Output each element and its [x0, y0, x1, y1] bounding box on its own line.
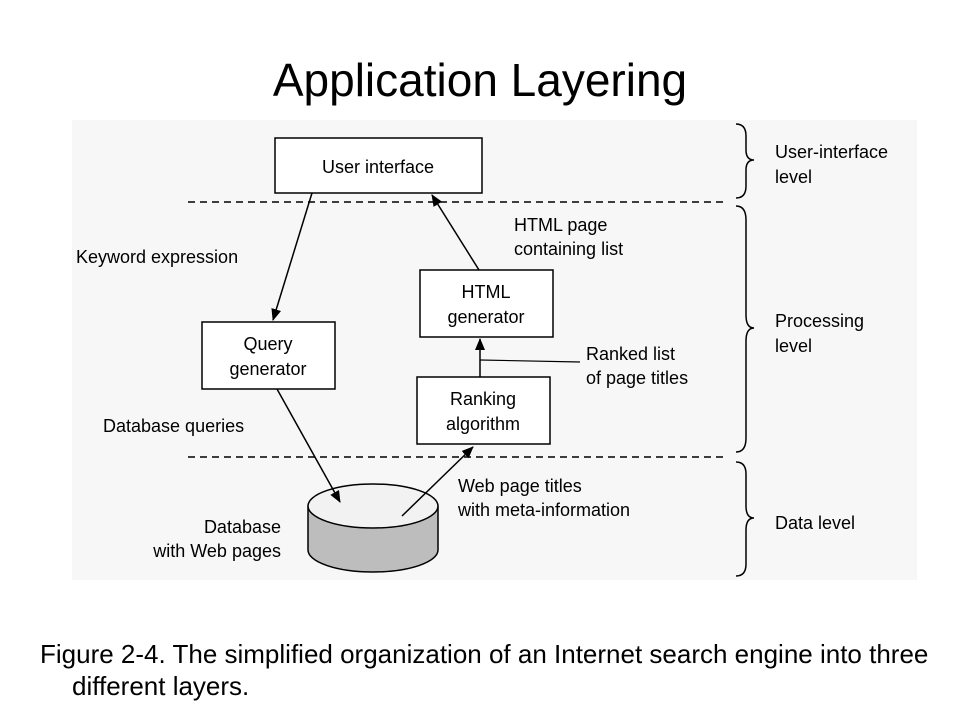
ranking-algorithm-box-line-2: algorithm — [446, 414, 520, 434]
user-interface-box: User interface — [274, 137, 483, 194]
query-generator-box-line-2: generator — [229, 359, 306, 379]
user-interface-level-line-2: level — [775, 167, 812, 187]
arrow-html-generator-to-ui — [431, 194, 480, 271]
database-label-line-2: with Web pages — [152, 541, 281, 561]
brace-data-level — [735, 461, 755, 577]
ranking-algorithm-box-line-1: Ranking — [450, 389, 516, 409]
keyword-expression-label: Keyword expression — [76, 247, 238, 267]
user-interface-box-label: User interface — [322, 157, 434, 177]
html-page-label-line-2: containing list — [514, 239, 623, 259]
html-generator-box-line-1: HTML — [462, 282, 511, 302]
web-page-titles-label-line-1: Web page titles — [458, 476, 582, 496]
html-generator-box: HTML generator — [419, 269, 554, 338]
database-cylinder — [307, 483, 439, 573]
user-interface-level-line-1: User-interface — [775, 142, 888, 162]
query-generator-box-line-1: Query — [243, 334, 292, 354]
slide-title: Application Layering — [272, 54, 688, 106]
html-generator-box-line-2: generator — [447, 307, 524, 327]
ranking-algorithm-box: Ranking algorithm — [416, 376, 551, 445]
ranked-list-pointer — [479, 359, 581, 363]
arrow-query-generator-to-database — [276, 388, 341, 503]
web-page-titles-label-line-2: with meta-information — [457, 500, 630, 520]
ranked-list-label-line-1: Ranked list — [586, 344, 675, 364]
search-engine-layering-diagram: User interface HTML generator Query gene… — [72, 120, 917, 580]
html-page-label-line-1: HTML page — [514, 215, 607, 235]
arrow-database-to-ranking — [401, 446, 474, 517]
brace-processing-level — [735, 205, 755, 453]
data-level-label: Data level — [775, 513, 855, 533]
database-label-line-1: Database — [204, 517, 281, 537]
ranked-list-label-line-2: of page titles — [586, 368, 688, 388]
database-queries-label: Database queries — [103, 416, 244, 436]
processing-level-line-2: level — [775, 336, 812, 356]
query-generator-box: Query generator — [201, 321, 336, 390]
brace-user-interface-level — [735, 123, 755, 199]
figure-caption: Figure 2-4. The simplified organization … — [40, 639, 929, 701]
arrow-ui-to-query-generator — [271, 192, 313, 321]
processing-level-line-1: Processing — [775, 311, 864, 331]
